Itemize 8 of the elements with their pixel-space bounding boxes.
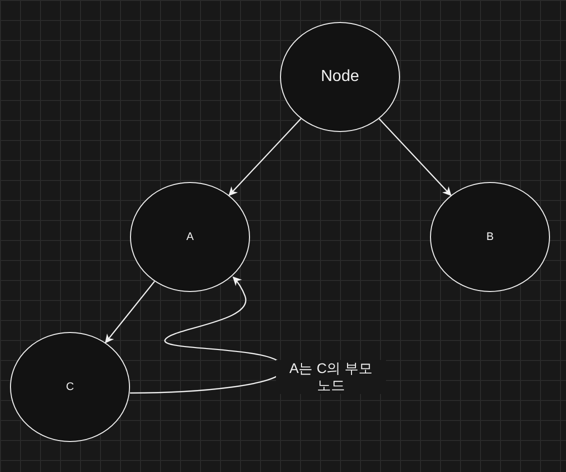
arrow xyxy=(104,280,155,344)
ellipse-node: Node xyxy=(280,22,400,132)
arrow xyxy=(228,118,302,196)
arrow xyxy=(378,118,452,196)
ellipse-node: B xyxy=(430,182,550,292)
ellipse-node: C xyxy=(10,332,130,442)
edge-label: A는 C의 부모 노드 xyxy=(276,360,386,394)
ellipse-node: A xyxy=(130,182,250,292)
